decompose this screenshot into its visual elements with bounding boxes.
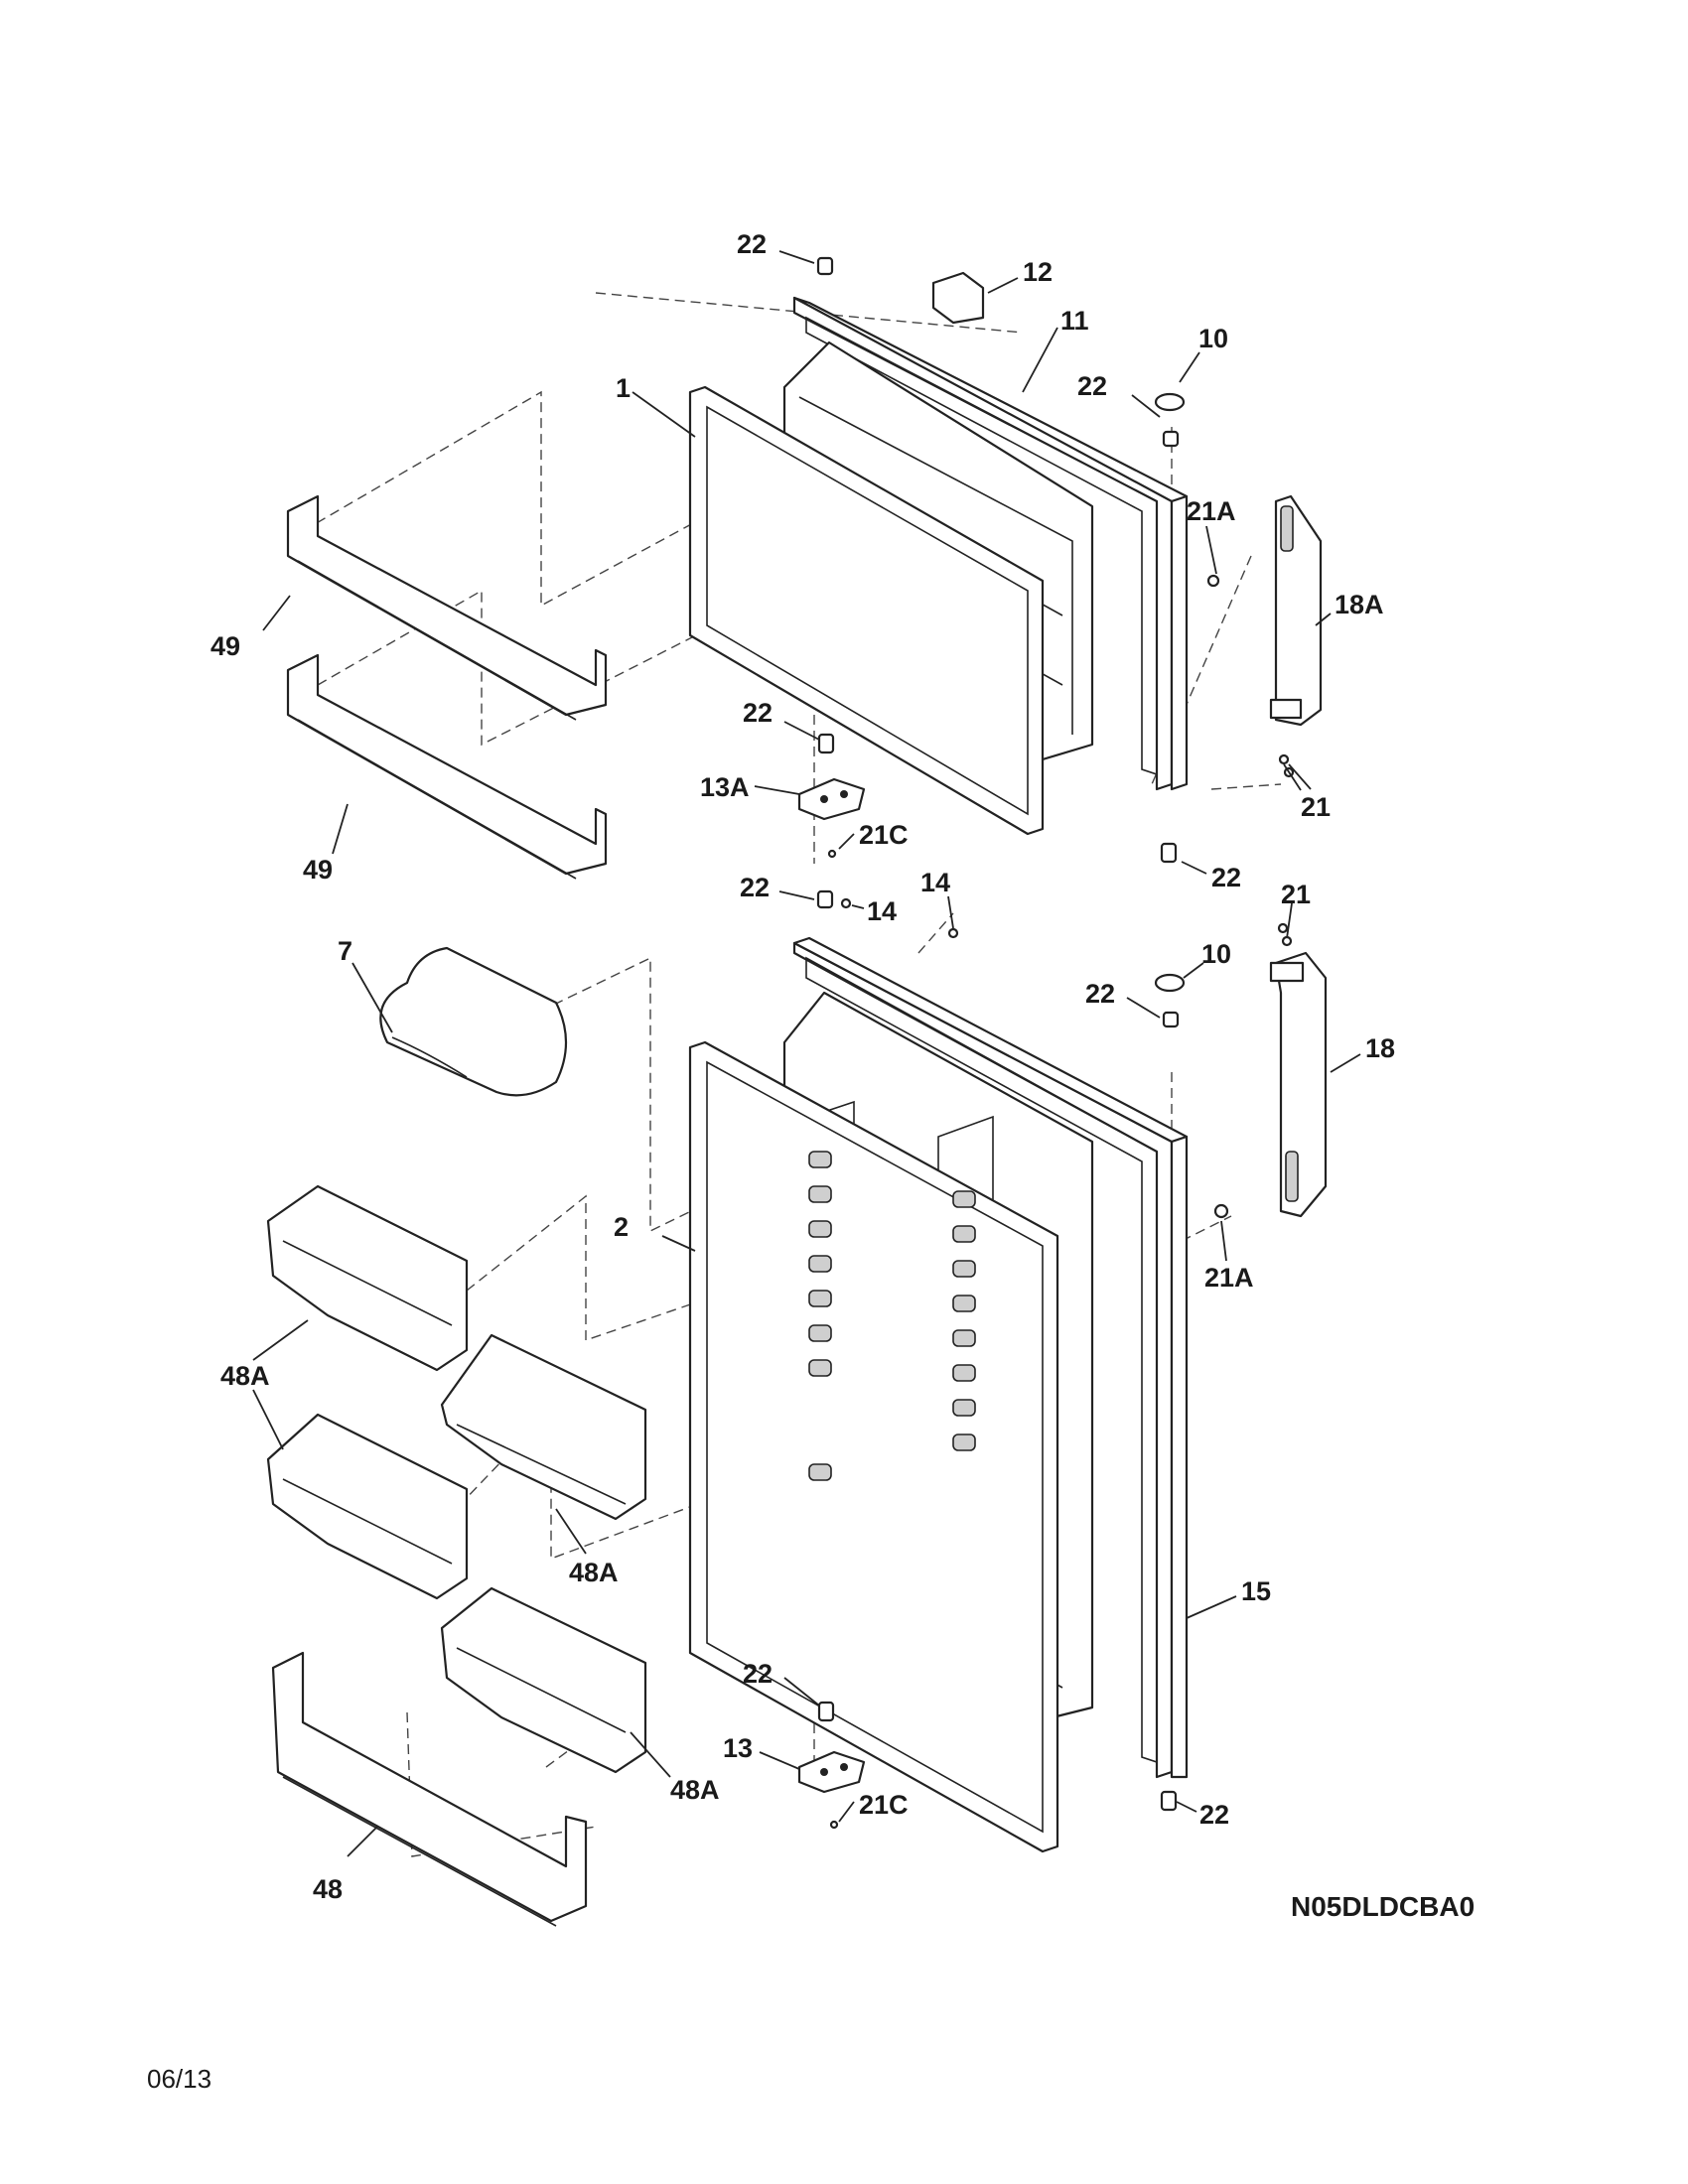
callout-labels: 22 12 11 10 22 1 21A 18A 49 22 13A 21 21… (211, 229, 1395, 1904)
door-bin-48a-4 (440, 1586, 647, 1774)
label-22: 22 (743, 698, 773, 728)
door-shelf-48 (271, 1651, 588, 1927)
label-48a: 48A (670, 1775, 720, 1805)
door-bin-48a-3 (266, 1413, 469, 1600)
label-22: 22 (1077, 371, 1107, 401)
label-22: 22 (737, 229, 767, 259)
label-49: 49 (303, 855, 333, 885)
label-21: 21 (1301, 792, 1331, 822)
label-15: 15 (1241, 1576, 1271, 1606)
label-7: 7 (338, 936, 352, 966)
label-49: 49 (211, 631, 240, 661)
freezer-gasket-1 (688, 385, 1045, 836)
label-10: 10 (1198, 324, 1228, 353)
label-21: 21 (1281, 880, 1311, 909)
label-plate-12 (931, 271, 985, 325)
label-21c: 21C (859, 1790, 909, 1820)
fresh-food-gasket-2 (688, 1040, 1059, 1853)
label-22: 22 (1199, 1800, 1229, 1830)
label-21a: 21A (1187, 496, 1236, 526)
label-48a: 48A (569, 1558, 619, 1587)
door-bin-48a-2 (440, 1333, 647, 1521)
label-18: 18 (1365, 1033, 1395, 1063)
label-13: 13 (723, 1733, 753, 1763)
label-14: 14 (920, 868, 950, 897)
label-10: 10 (1201, 939, 1231, 969)
dairy-container-7 (379, 946, 568, 1097)
label-14: 14 (867, 896, 897, 926)
label-22: 22 (740, 873, 770, 902)
label-22: 22 (1085, 979, 1115, 1009)
label-48a: 48A (220, 1361, 270, 1391)
label-12: 12 (1023, 257, 1053, 287)
label-22: 22 (1211, 863, 1241, 892)
label-13a: 13A (700, 772, 750, 802)
handle-18 (1269, 951, 1328, 1218)
label-21a: 21A (1204, 1263, 1254, 1293)
shelf-pegs (808, 1151, 976, 1481)
label-48: 48 (313, 1874, 343, 1904)
date-code: 06/13 (147, 2064, 211, 2094)
handle-18a (1269, 494, 1323, 727)
label-22: 22 (743, 1659, 773, 1689)
hinge-13 (797, 1750, 866, 1794)
label-1: 1 (616, 373, 631, 403)
label-2: 2 (614, 1212, 629, 1242)
label-18a: 18A (1335, 590, 1384, 619)
door-bin-48a-1 (266, 1184, 469, 1372)
label-21c: 21C (859, 820, 909, 850)
door-shelf-49-upper (286, 494, 608, 721)
hinge-13a (797, 777, 866, 821)
diagram-code: N05DLDCBA0 (1291, 1891, 1475, 1922)
leader-lines (252, 250, 1361, 1857)
door-shelf-49-lower (286, 653, 608, 880)
screws-top (816, 256, 1295, 864)
screws-bottom (816, 889, 1293, 1830)
label-11: 11 (1060, 306, 1089, 336)
